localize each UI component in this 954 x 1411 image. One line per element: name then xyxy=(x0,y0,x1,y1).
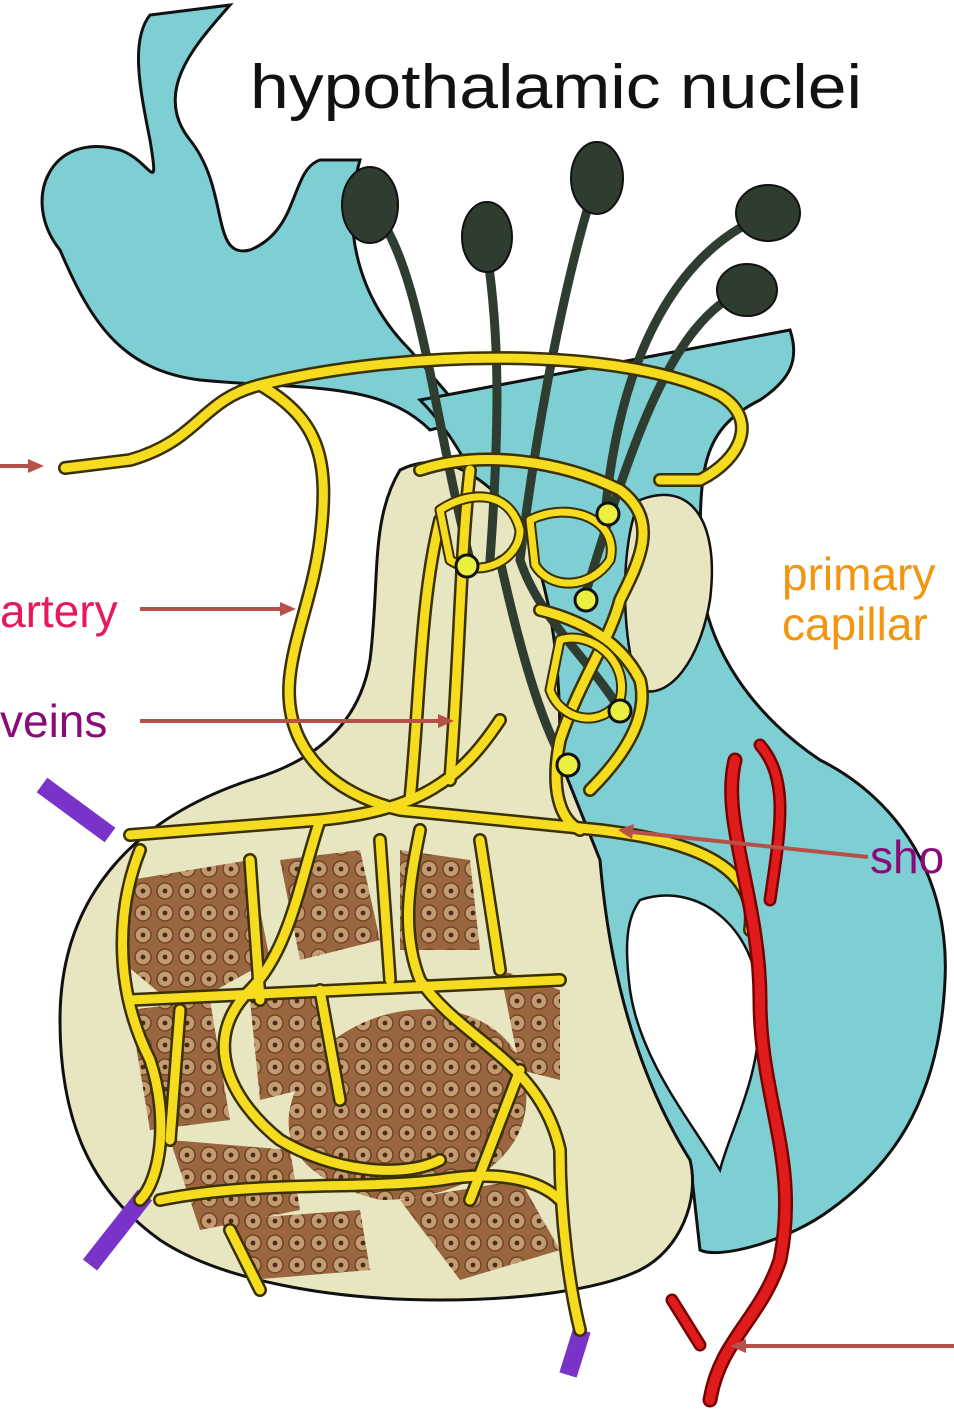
diagram-title: hypothalamic nuclei xyxy=(250,53,862,122)
label-shunt: sho xyxy=(870,831,944,883)
arrowhead-top-left xyxy=(28,459,44,473)
label-capillary: capillar xyxy=(782,598,928,650)
label-veins: veins xyxy=(0,695,107,747)
label-primary: primary xyxy=(782,548,935,600)
label-artery: artery xyxy=(0,585,118,637)
arrowhead-artery xyxy=(280,602,296,616)
